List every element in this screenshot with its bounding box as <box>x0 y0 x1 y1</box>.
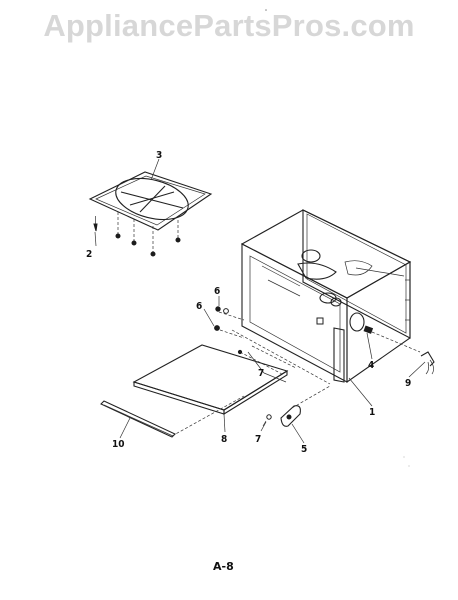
callout-5: 5 <box>301 444 307 455</box>
leader-lines <box>94 158 426 444</box>
callout-1: 1 <box>369 407 375 418</box>
callout-9: 9 <box>405 378 411 389</box>
scan-specks <box>265 9 410 467</box>
hardware-nuts <box>214 306 245 339</box>
top-cover-plate <box>88 171 213 231</box>
bracket-screw <box>262 414 272 427</box>
callout-4: 4 <box>368 360 374 371</box>
trim-strip <box>100 395 245 438</box>
fastener-guides <box>237 345 297 375</box>
mounting-screws <box>93 212 181 257</box>
callout-7-upper: 7 <box>258 368 264 379</box>
callout-3: 3 <box>156 150 162 161</box>
callout-8: 8 <box>221 434 227 445</box>
bottom-panel <box>132 344 289 415</box>
watermark-text: AppliancePartsPros.com <box>43 8 415 43</box>
callout-6-upper: 6 <box>214 286 220 297</box>
main-housing <box>231 209 412 385</box>
callout-labels: 3 2 6 6 7 4 1 9 8 10 7 5 <box>86 150 411 455</box>
callout-10: 10 <box>112 439 125 450</box>
callout-6-lower: 6 <box>196 301 202 312</box>
bracket <box>280 385 331 427</box>
page-label: A-8 <box>213 560 234 573</box>
connector-and-wire <box>363 325 435 375</box>
callout-2: 2 <box>86 249 92 260</box>
callout-7-lower: 7 <box>255 434 261 445</box>
